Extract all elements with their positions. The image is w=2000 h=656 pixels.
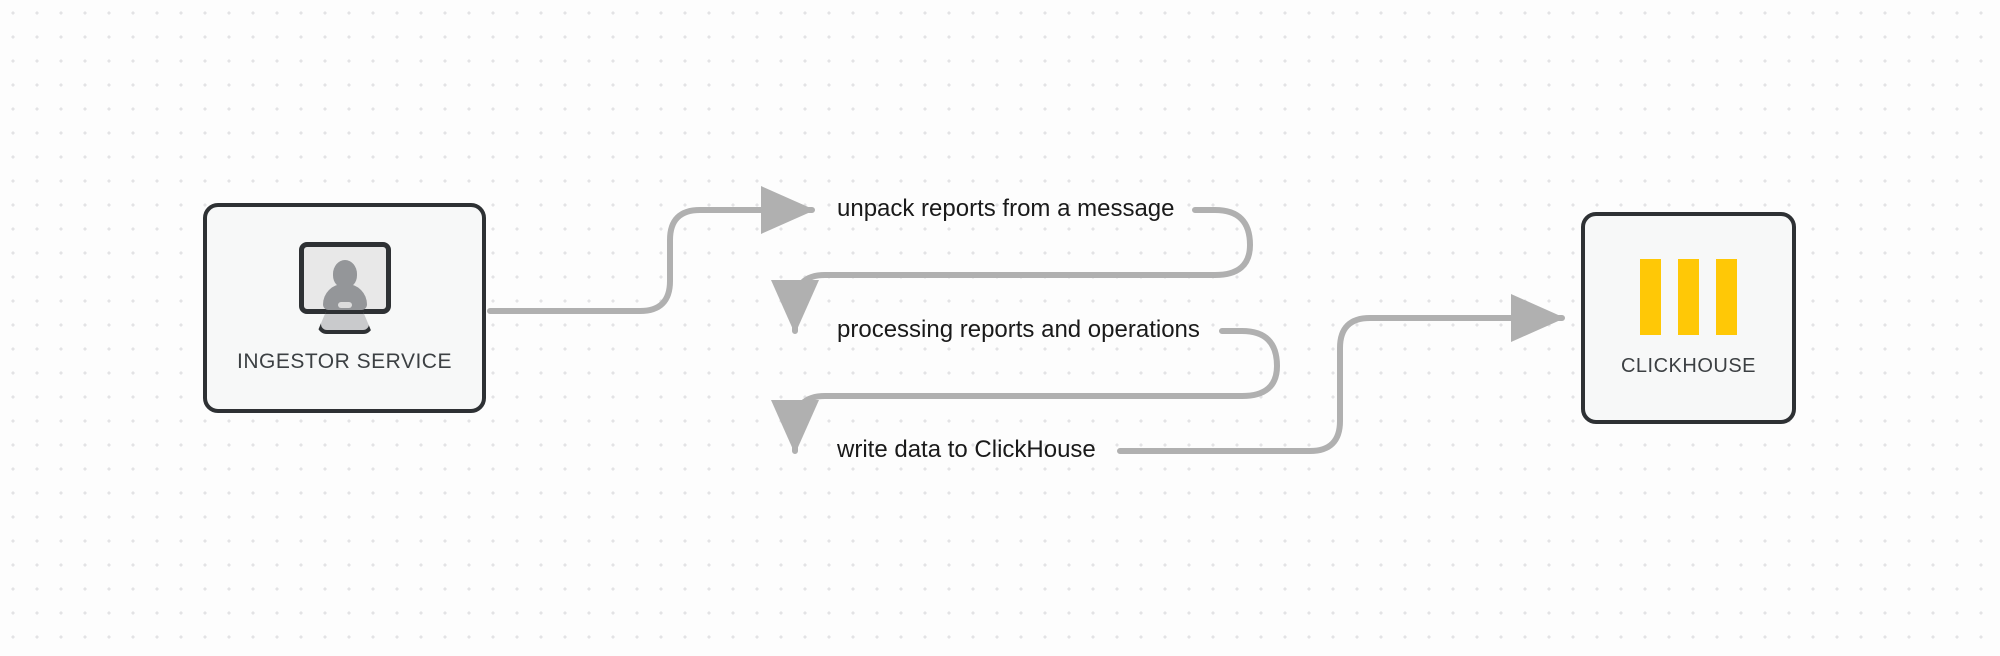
- node-ingestor-label: INGESTOR SERVICE: [237, 350, 452, 373]
- edge-step3-to-clickhouse: [1117, 294, 1565, 454]
- monitor-screen: [298, 242, 391, 314]
- clickhouse-logo-icon: [1640, 258, 1737, 335]
- edge-step1-to-step2: [771, 207, 1254, 334]
- edge-label-unpack-reports: unpack reports from a message: [837, 195, 1175, 222]
- edge-step2-to-step3: [771, 328, 1281, 454]
- clickhouse-bar-3: [1716, 258, 1737, 335]
- edge-label-write-data: write data to ClickHouse: [837, 436, 1096, 463]
- user-head-shape: [332, 260, 357, 288]
- node-clickhouse-label: CLICKHOUSE: [1620, 354, 1757, 377]
- node-clickhouse[interactable]: CLICKHOUSE: [1581, 212, 1796, 424]
- clickhouse-bar-1: [1640, 258, 1661, 335]
- clickhouse-bar-2: [1678, 258, 1699, 335]
- monitor-user-icon: [293, 242, 397, 334]
- edge-ingestor-to-step1: [487, 186, 815, 314]
- edge-label-processing-reports: processing reports and operations: [837, 316, 1200, 343]
- monitor-notch: [337, 302, 352, 308]
- monitor-stand: [316, 310, 373, 334]
- node-ingestor-service[interactable]: INGESTOR SERVICE: [203, 203, 486, 413]
